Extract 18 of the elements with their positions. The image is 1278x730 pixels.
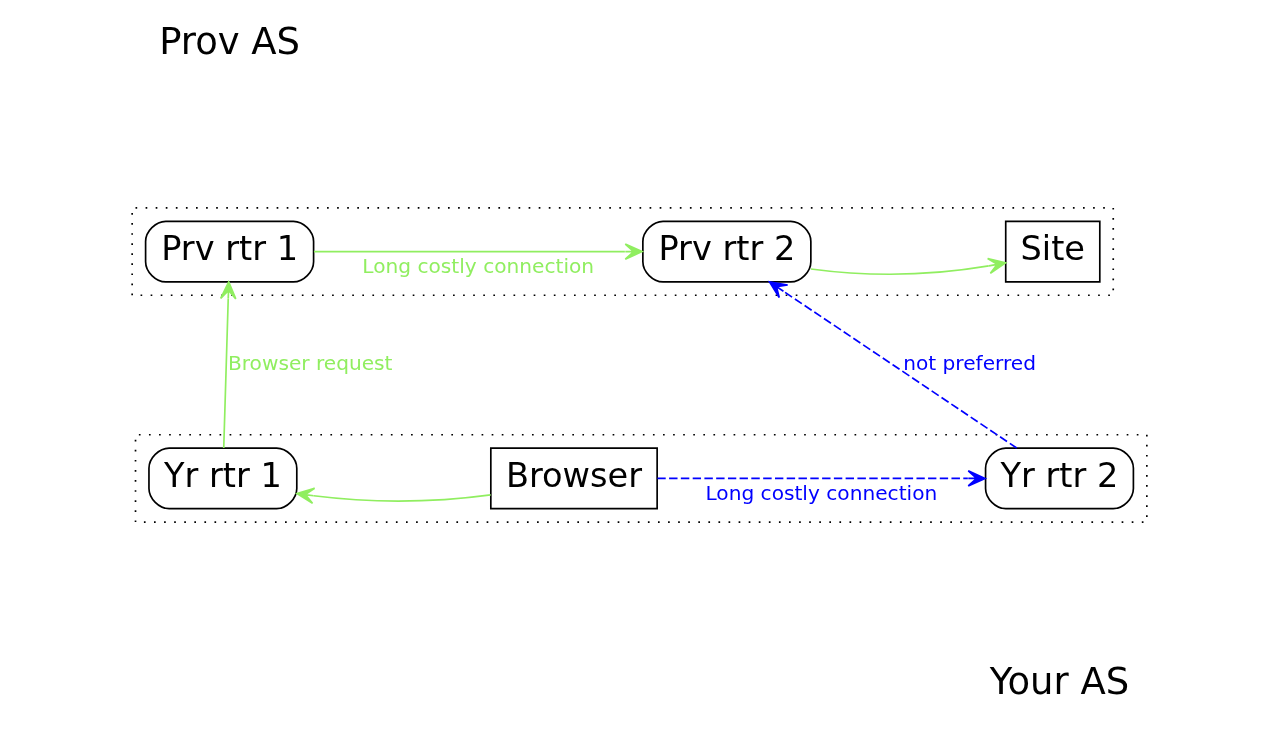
label: Prov AS [158, 20, 300, 64]
edge-label: Browser request [227, 351, 393, 376]
node-box: Site [1004, 220, 1101, 283]
arrow [219, 281, 237, 449]
node-box: Yr rtr 1 [147, 447, 298, 510]
node-box: Prv rtr 1 [144, 220, 314, 283]
label: Your AS [989, 660, 1129, 704]
node-box: Browser [489, 447, 658, 510]
arrow [295, 487, 491, 505]
edge-label: Long costly connection [361, 253, 594, 278]
edge-label: not preferred [902, 351, 1036, 376]
arrow [656, 470, 986, 487]
edge-label: Long costly connection [704, 480, 937, 505]
arrow [809, 257, 1006, 276]
node-box: Yr rtr 2 [984, 447, 1134, 510]
cluster [134, 433, 1148, 523]
arrow [312, 243, 643, 260]
node-box: Prv rtr 2 [641, 220, 812, 283]
